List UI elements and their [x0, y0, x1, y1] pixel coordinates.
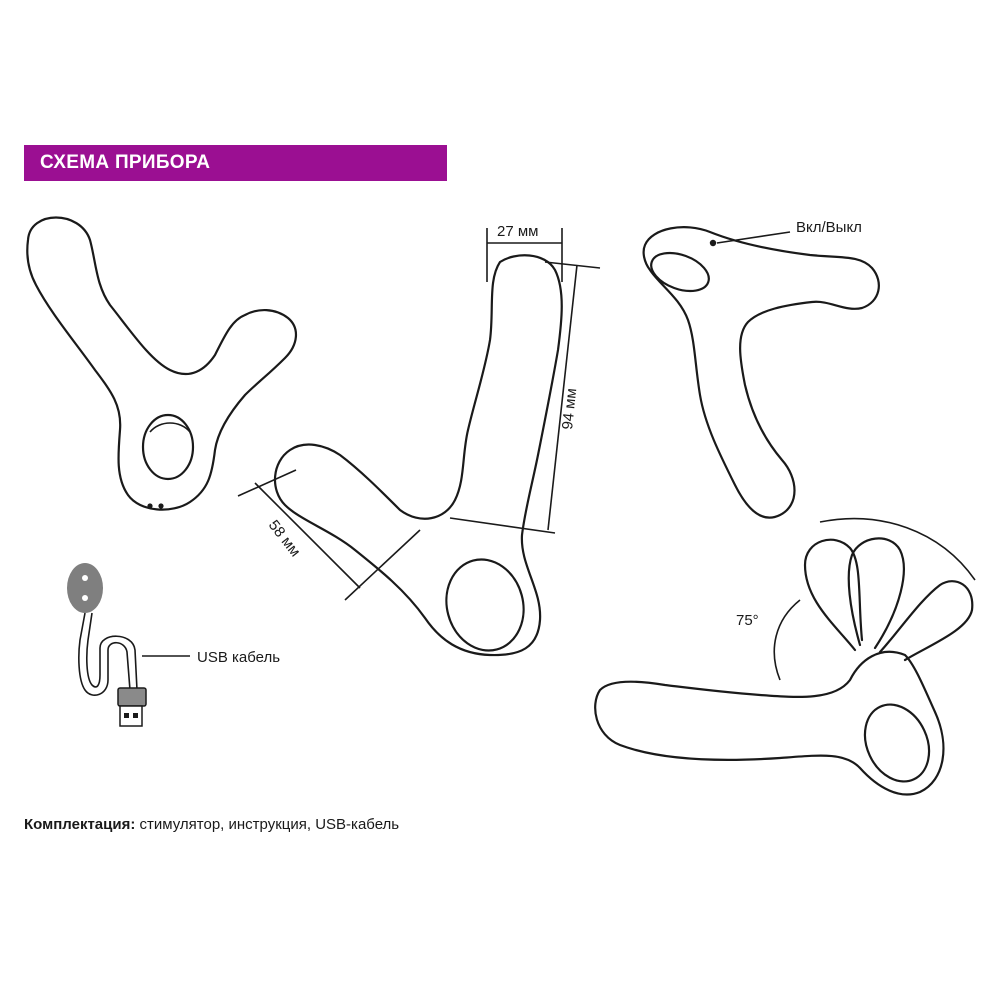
header-bar: СХЕМА ПРИБОРА [24, 145, 447, 181]
dimension-width: 27 мм [497, 223, 538, 240]
device-front-view [26, 216, 297, 511]
power-label: Вкл/Выкл [796, 219, 862, 236]
package-contents: Комплектация: стимулятор, инструкция, US… [24, 816, 399, 833]
dimension-length: 94 мм [559, 387, 580, 430]
contents-items: стимулятор, инструкция, USB-кабель [139, 816, 400, 833]
contents-heading: Комплектация: [24, 816, 136, 833]
device-top-view: Вкл/Выкл [642, 219, 880, 519]
page-title: СХЕМА ПРИБОРА [40, 152, 211, 173]
power-button-icon [709, 239, 717, 247]
device-flex-view: 75° [594, 517, 976, 796]
angle-label: 75° [736, 612, 759, 629]
device-side-view: 27 мм 94 мм 58 мм [237, 223, 601, 657]
usb-cable-icon: USB кабель [67, 563, 280, 727]
dimension-ring: 58 мм [265, 517, 304, 560]
usb-cable-label: USB кабель [197, 649, 280, 666]
